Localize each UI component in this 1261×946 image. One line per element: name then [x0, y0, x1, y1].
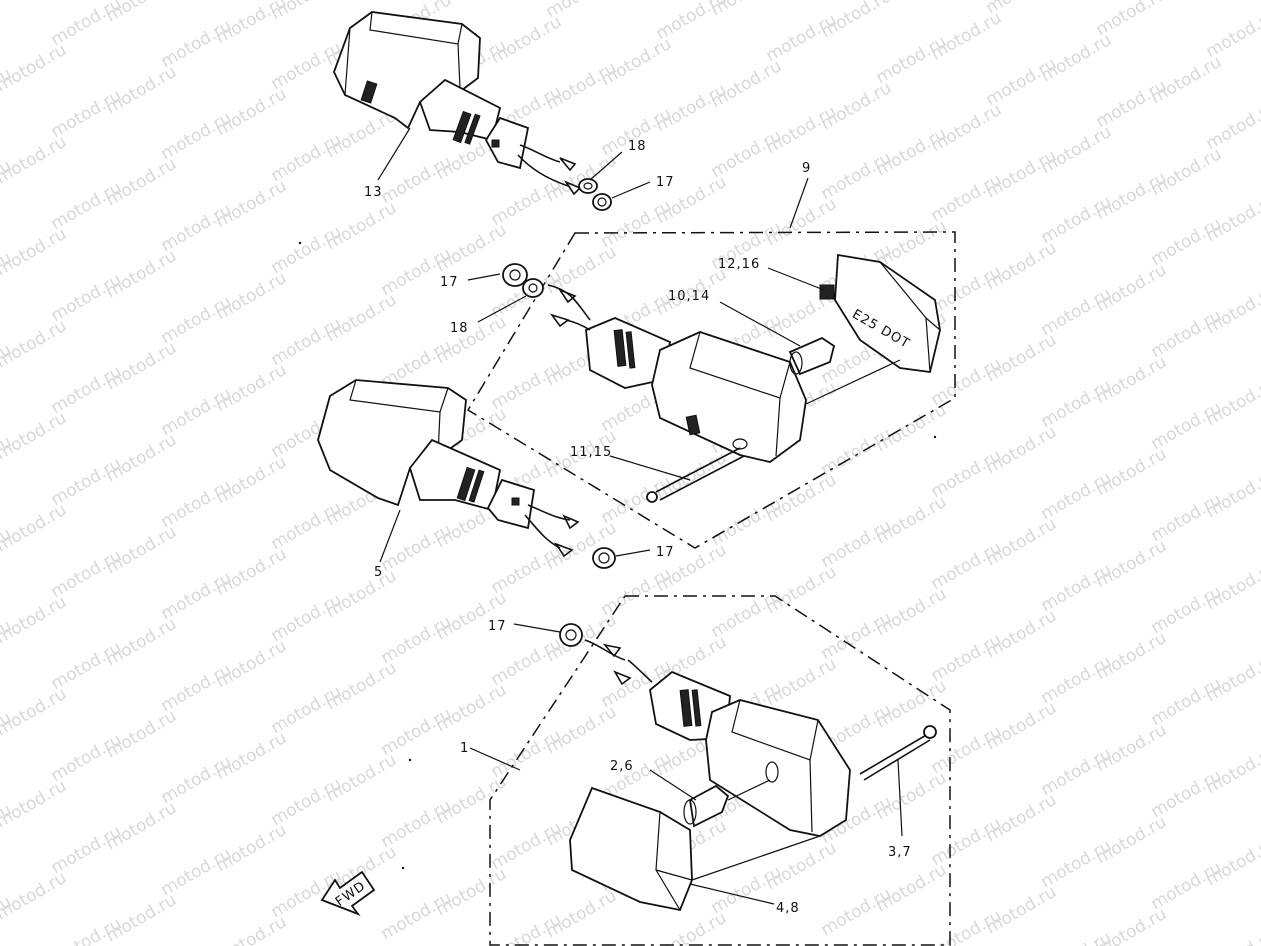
watermark-text: motod.ru	[0, 500, 70, 556]
leader-3-7	[897, 759, 903, 837]
turn-signal-5	[317, 379, 616, 569]
callout-10-14: 10,14	[668, 289, 710, 304]
callout-1: 1	[460, 741, 469, 756]
leader-2-6	[649, 769, 697, 801]
leader-17-b	[467, 273, 501, 281]
watermark-text: motod.ru	[0, 224, 70, 280]
watermark-text: motod.ru	[0, 40, 70, 96]
leader-11-15	[609, 455, 691, 481]
callout-5: 5	[374, 565, 383, 580]
callout-17-c: 17	[656, 545, 675, 560]
group-1-outline	[489, 595, 951, 946]
fwd-arrow-icon: FWD	[320, 870, 376, 916]
watermark-text: motod.ru	[0, 408, 70, 464]
watermark-text: motod.ru	[0, 0, 70, 4]
watermark-text: motod.ru	[1258, 604, 1261, 660]
watermark-text: motod.ru	[1258, 788, 1261, 844]
watermark-text: motod.ru	[1258, 420, 1261, 476]
turn-signal-1	[559, 623, 937, 912]
callout-17-a: 17	[656, 175, 675, 190]
leader-18-b	[477, 295, 527, 323]
callout-17-b: 17	[440, 275, 459, 290]
callout-3-7: 3,7	[888, 845, 912, 860]
callout-12-16: 12,16	[718, 257, 760, 272]
watermark-text: motod.ru	[1258, 880, 1261, 936]
leader-1	[469, 747, 521, 771]
leader-9	[789, 177, 809, 229]
watermark-text: motod.ru	[1258, 696, 1261, 752]
leader-12-16	[767, 267, 825, 291]
leader-13	[377, 127, 411, 181]
turn-signal-13	[333, 11, 612, 211]
leader-17-a	[611, 181, 651, 199]
watermark-text: motod.ru	[0, 132, 70, 188]
leader-4-8	[689, 883, 775, 905]
turn-signal-9-body: E25 DOT	[585, 253, 941, 503]
watermark-text: motod.ru	[0, 684, 70, 740]
nut-washer-middle	[502, 263, 591, 331]
watermark-text: motod.ru	[653, 908, 731, 946]
watermark-text: motod.ru	[0, 316, 70, 372]
callout-13: 13	[364, 185, 383, 200]
watermark-text: motod.ru	[1258, 236, 1261, 292]
watermark-text: motod.ru	[0, 868, 70, 924]
callout-18-a: 18	[628, 139, 647, 154]
callout-2-6: 2,6	[610, 759, 634, 774]
leader-17-d	[513, 623, 561, 633]
watermark-text: motod.ru	[1203, 926, 1261, 946]
watermark-text: motod.ru	[1038, 928, 1116, 946]
watermark-text: motod.ru	[1258, 328, 1261, 384]
watermark-text: motod.ru	[0, 776, 70, 832]
callout-4-8: 4,8	[776, 901, 800, 916]
callout-18-b: 18	[450, 321, 469, 336]
watermark-text: motod.ru	[1258, 512, 1261, 568]
leader-5	[379, 509, 401, 563]
watermark-text: motod.ru	[213, 912, 291, 946]
leader-10-14	[719, 301, 801, 347]
leader-17-c	[615, 549, 651, 557]
watermark-text: motod.ru	[928, 906, 1006, 946]
leader-18-a	[589, 151, 623, 181]
watermark-text: motod.ru	[0, 592, 70, 648]
callout-17-d: 17	[488, 619, 507, 634]
callout-9: 9	[802, 161, 811, 176]
watermark-text: motod.ru	[158, 0, 236, 2]
callout-11-15: 11,15	[570, 445, 612, 460]
group-9-outline	[466, 231, 956, 549]
